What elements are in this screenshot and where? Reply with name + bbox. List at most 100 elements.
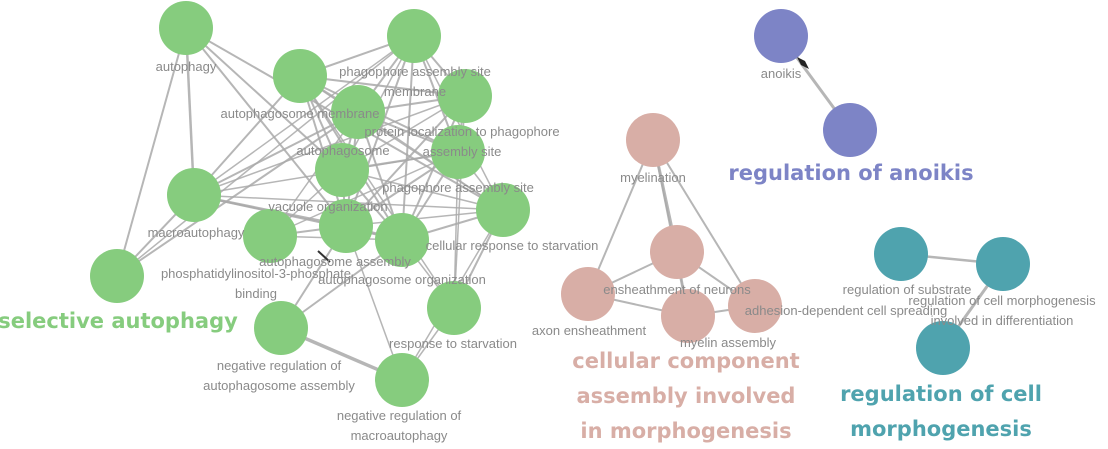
node-label-macroautophagy: macroautophagy xyxy=(148,225,245,240)
node-protein-localization[interactable] xyxy=(438,69,492,123)
node-neg-reg-macroautophagy[interactable] xyxy=(375,353,429,407)
node-macroautophagy[interactable] xyxy=(167,168,221,222)
edge-autophagosome_assembly-neg_reg_macroautophagy xyxy=(345,225,403,381)
node-label-line: cellular response to starvation xyxy=(426,238,599,253)
node-label-line: autophagosome organization xyxy=(318,272,486,287)
cluster-label-selective: selective autophagy xyxy=(0,309,238,333)
cluster-label-line: selective autophagy xyxy=(0,309,238,333)
edge-selective_node-autophagosome xyxy=(116,111,359,277)
node-pi3p-binding[interactable] xyxy=(243,209,297,263)
node-label-line: macroautophagy xyxy=(148,225,245,240)
cluster-label-layer: selective autophagy cellular component ass… xyxy=(0,161,1042,443)
node-neg-reg-autophagosome-assembly[interactable] xyxy=(254,301,308,355)
node-label-line: myelination xyxy=(620,170,686,185)
node-label-autophagosome: autophagosome xyxy=(296,143,389,158)
node-label-line: axon ensheathment xyxy=(532,323,647,338)
edge-myelination-axon_ensheathment xyxy=(587,139,654,295)
node-regulation-cell-morph-node[interactable] xyxy=(916,321,970,375)
node-label-line: phagophore assembly site xyxy=(339,64,491,79)
node-label-line: involved in differentiation xyxy=(931,313,1074,328)
node-label-autophagy: autophagy xyxy=(156,59,217,74)
node-label-line: response to starvation xyxy=(389,336,517,351)
cluster-label-line: morphogenesis xyxy=(850,417,1032,441)
edge-macroautophagy-phagophore_site_membrane xyxy=(193,35,415,196)
edge-autophagy-macroautophagy xyxy=(184,27,196,196)
edge-selective_node-phagophore_site_membrane xyxy=(116,35,415,277)
cluster-label-line: cellular component xyxy=(572,349,799,373)
node-label-line: negative regulation of xyxy=(217,358,342,373)
node-label-myelination: myelination xyxy=(620,170,686,185)
edge-macroautophagy-protein_localization xyxy=(193,95,466,196)
node-layer xyxy=(90,1,1030,407)
node-label-line: autophagosome xyxy=(296,143,389,158)
node-label-line: autophagosome assembly xyxy=(259,254,411,269)
node-label-line: macroautophagy xyxy=(351,428,448,443)
node-axon-ensheathment[interactable] xyxy=(561,267,615,321)
edge-autophagosome-cellular_response_starvation xyxy=(357,111,504,211)
node-autophagosome-organization[interactable] xyxy=(375,213,429,267)
edge-vacuole_organization-cellular_response_starvation xyxy=(341,169,504,211)
node-response-starvation[interactable] xyxy=(427,281,481,335)
node-myelin-assembly[interactable] xyxy=(661,289,715,343)
node-cellular-response-starvation[interactable] xyxy=(476,183,530,237)
node-regulation-cell-morphogenesis-diff[interactable] xyxy=(976,237,1030,291)
cluster-label-line: regulation of anoikis xyxy=(728,161,973,185)
edge-autophagosome_membrane-protein_localization xyxy=(299,75,466,97)
node-label-line: binding xyxy=(235,286,277,301)
node-phagophore-site[interactable] xyxy=(431,125,485,179)
edge-autophagy-autophagosome_assembly xyxy=(185,27,347,227)
node-ensheathment-neurons[interactable] xyxy=(650,225,704,279)
node-regulation-substrate[interactable] xyxy=(874,227,928,281)
edge-myelination-adhesion_spreading xyxy=(652,139,756,307)
edge-phagophore_site_membrane-autophagosome_assembly xyxy=(345,35,415,227)
node-phagophore-site-membrane[interactable] xyxy=(387,9,441,63)
node-label-line: phosphatidylinositol-3-phosphate xyxy=(161,266,351,281)
cluster-label-line: in morphogenesis xyxy=(580,419,791,443)
node-label-vacuole-organization: vacuole organization xyxy=(268,199,387,214)
node-label-neg-reg-macroautophagy: negative regulation of macroautophagy xyxy=(337,408,462,443)
edge-arrow-marker-green xyxy=(317,250,331,263)
node-label-regulation-substrate: regulation of substrate xyxy=(843,282,972,297)
node-label-adhesion-spreading: adhesion-dependent cell spreading xyxy=(745,303,947,318)
node-anoikis[interactable] xyxy=(754,9,808,63)
node-autophagosome[interactable] xyxy=(331,85,385,139)
edge-autophagy-selective_node xyxy=(116,27,187,277)
node-label-line: regulation of cell morphogenesis xyxy=(908,293,1096,308)
edge-autophagy-vacuole_organization xyxy=(185,27,343,171)
cluster-label-anoikis: regulation of anoikis xyxy=(728,161,973,185)
node-regulation-anoikis-node[interactable] xyxy=(823,103,877,157)
node-autophagosome-membrane[interactable] xyxy=(273,49,327,103)
node-label-line: regulation of substrate xyxy=(843,282,972,297)
node-autophagy[interactable] xyxy=(159,1,213,55)
cluster-label-line: assembly involved xyxy=(577,384,796,408)
node-label-line: vacuole organization xyxy=(268,199,387,214)
node-myelination[interactable] xyxy=(626,113,680,167)
edge-phagophore_site_membrane-cellular_response_starvation xyxy=(413,35,504,211)
node-label-autophagosome-assembly: autophagosome assembly xyxy=(259,254,411,269)
node-label-regulation-cell-morphogenesis-diff: regulation of cell morphogenesis involved… xyxy=(908,293,1096,328)
node-label-ensheathment-neurons: ensheathment of neurons xyxy=(603,282,751,297)
edge-arrow-marker xyxy=(797,57,809,69)
node-label-axon-ensheathment: axon ensheathment xyxy=(532,323,647,338)
node-label-line: ensheathment of neurons xyxy=(603,282,751,297)
node-label-line: assembly site xyxy=(423,144,502,159)
node-label-protein-localization: protein localization to phagophore assemb… xyxy=(364,124,559,159)
node-label-line: protein localization to phagophore xyxy=(364,124,559,139)
node-label-anoikis: anoikis xyxy=(761,66,802,81)
node-vacuole-organization[interactable] xyxy=(315,143,369,197)
node-adhesion-spreading[interactable] xyxy=(728,279,782,333)
node-label-cellular-response-starvation: cellular response to starvation xyxy=(426,238,599,253)
cluster-label-line: regulation of cell xyxy=(840,382,1042,406)
node-label-pi3p-binding: phosphatidylinositol-3-phosphate binding xyxy=(161,266,351,301)
node-selective-node[interactable] xyxy=(90,249,144,303)
edge-phagophore_site-pi3p_binding xyxy=(269,151,459,237)
node-label-response-starvation: response to starvation xyxy=(389,336,517,351)
node-label-line: negative regulation of xyxy=(337,408,462,423)
node-label-phagophore-site: phagophore assembly site xyxy=(382,180,534,195)
node-autophagosome-assembly[interactable] xyxy=(319,199,373,253)
node-label-line: anoikis xyxy=(761,66,802,81)
edge-phagophore_site_membrane-autophagosome_organization xyxy=(401,35,415,241)
